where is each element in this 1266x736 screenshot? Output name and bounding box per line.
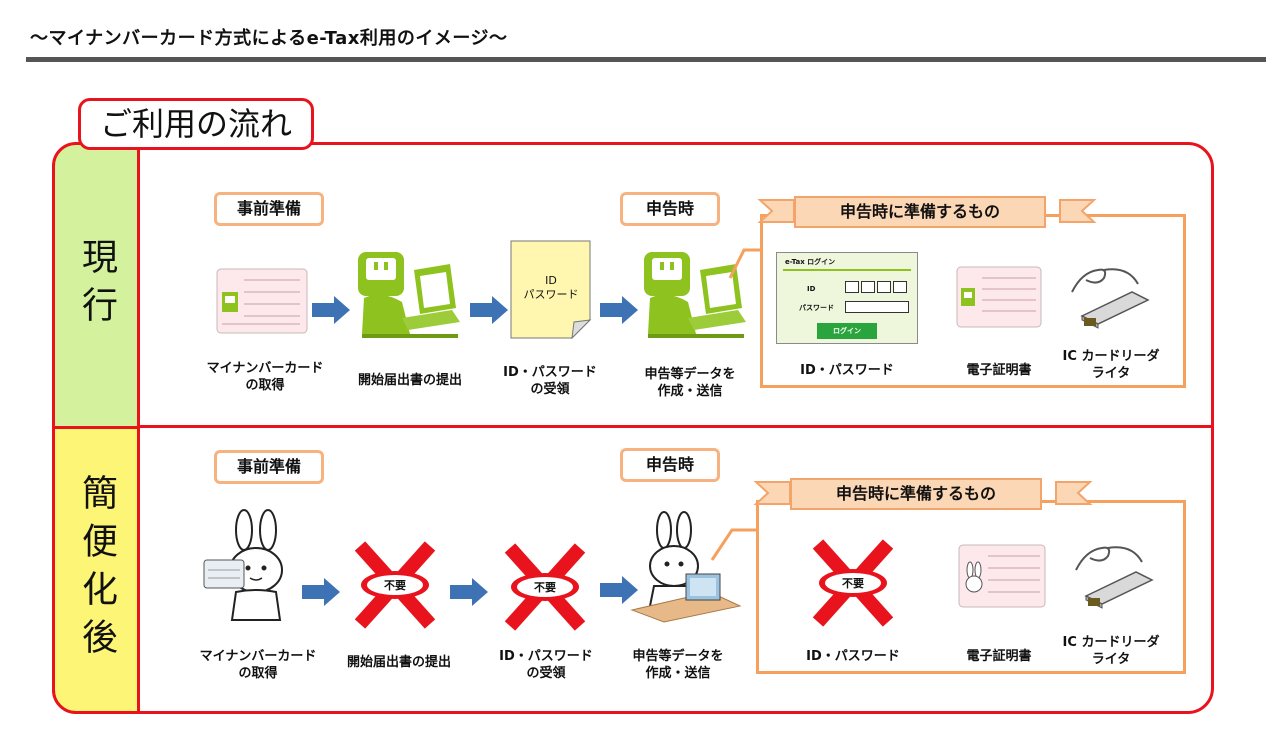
ribbon-banner (757, 199, 1097, 223)
login-id-box (861, 281, 875, 293)
not-needed-label: 不要 (842, 577, 864, 590)
prep-item-caption: ID・パスワード (806, 649, 900, 664)
login-pw-box (845, 301, 909, 313)
login-button: ログイン (817, 323, 877, 339)
step-caption: マイナンバーカードの取得 (206, 361, 324, 393)
prep-item-caption: 電子証明書 (966, 649, 1032, 664)
arrow-right-icon (312, 296, 350, 324)
arrow-right-icon (600, 296, 638, 324)
filing-tag-after: 申告時 (620, 448, 720, 482)
title-divider (26, 57, 1266, 62)
ic-card-reader-icon (1071, 268, 1150, 329)
page-title: ～マイナンバーカード方式によるe-Tax利用のイメージ～ (30, 28, 508, 49)
login-screen-illustration: e-Tax ログイン ID パスワード ログイン (776, 252, 918, 344)
step-caption: 開始届出書の提出 (346, 655, 451, 670)
step-caption: ID・パスワードの受領 (503, 365, 597, 397)
prep-item-caption: 電子証明書 (966, 363, 1032, 378)
mynumber-card-icon (216, 268, 308, 334)
digital-certificate-card-icon (956, 266, 1042, 328)
green-mascot-pc-icon (358, 252, 460, 338)
login-header: e-Tax ログイン (785, 258, 836, 266)
step-caption: 申告等データを作成・送信 (644, 367, 736, 399)
login-id-box (877, 281, 891, 293)
login-pw-label: パスワード (799, 304, 834, 312)
row-label-after: 簡便化後 (52, 426, 140, 714)
row-label-current: 現行 (52, 142, 140, 429)
flow-title-tab: ご利用の流れ (78, 98, 314, 150)
arrow-right-icon (470, 296, 508, 324)
prep-box-ribbon: 申告時に準備するもの (794, 196, 1046, 228)
green-mascot-pc-icon (644, 252, 746, 338)
prep-item-caption: IC カードリーダライタ (1062, 349, 1160, 381)
arrow-right-icon (450, 578, 488, 606)
prep-tag-after: 事前準備 (214, 450, 324, 484)
not-needed-label: 不要 (384, 579, 406, 592)
prep-tag-current: 事前準備 (214, 192, 324, 226)
login-id-box (845, 281, 859, 293)
row-divider (138, 425, 1214, 428)
prep-item-caption: ID・パスワード (800, 363, 894, 378)
ribbon-banner (753, 481, 1093, 505)
prep-item-caption: IC カードリーダライタ (1062, 635, 1160, 667)
arrow-right-icon (600, 576, 638, 604)
step-caption: 申告等データを作成・送信 (632, 649, 724, 681)
id-password-document-icon (510, 240, 592, 340)
arrow-right-icon (302, 578, 340, 606)
not-needed-x-icon (812, 539, 894, 627)
callout-connector (710, 528, 758, 561)
login-id-label: ID (807, 285, 816, 293)
not-needed-x-icon (504, 543, 586, 631)
login-id-box (893, 281, 907, 293)
not-needed-x-icon (354, 541, 436, 629)
callout-connector (728, 248, 762, 279)
filing-tag-current: 申告時 (620, 192, 720, 226)
digital-certificate-card-icon (958, 544, 1046, 608)
rabbit-mascot-card-icon (203, 509, 283, 621)
login-header-rule (783, 269, 911, 271)
step-caption: ID・パスワードの受領 (499, 649, 593, 681)
step-caption: マイナンバーカードの取得 (199, 649, 317, 681)
prep-box-ribbon: 申告時に準備するもの (790, 478, 1042, 510)
rabbit-mascot-pc-icon (630, 511, 742, 623)
not-needed-label: 不要 (534, 581, 556, 594)
ic-card-reader-icon (1075, 546, 1154, 609)
step-caption: 開始届出書の提出 (357, 373, 462, 388)
